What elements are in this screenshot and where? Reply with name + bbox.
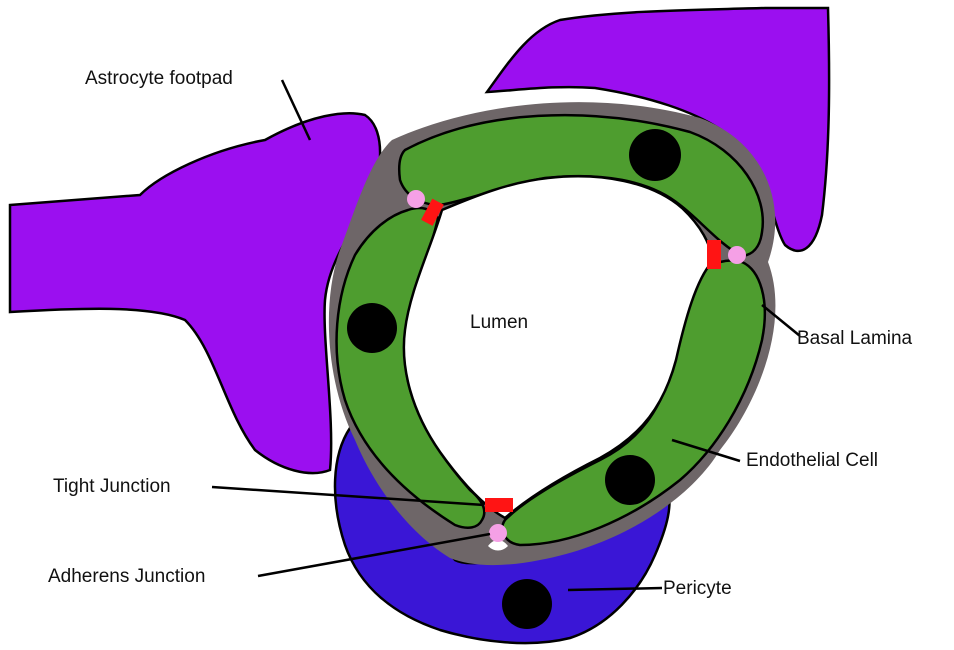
adherens-junction-bottom: [489, 524, 507, 542]
label-pericyte: Pericyte: [663, 578, 732, 599]
astrocyte-footpad-left: [10, 113, 380, 473]
tight-junction-right: [707, 240, 721, 269]
endothelial-nucleus-left: [347, 303, 397, 353]
label-lumen: Lumen: [470, 312, 528, 333]
label-endothelial-cell: Endothelial Cell: [746, 450, 878, 471]
label-adherens-junction: Adherens Junction: [48, 566, 205, 587]
pericyte-nucleus: [502, 579, 552, 629]
adherens-junction-right: [728, 246, 746, 264]
endothelial-nucleus-top: [629, 129, 681, 181]
label-tight-junction: Tight Junction: [53, 476, 171, 497]
adherens-junction-top-left: [407, 190, 425, 208]
endothelial-nucleus-right: [605, 455, 655, 505]
label-astrocyte-footpad: Astrocyte footpad: [85, 68, 233, 89]
label-basal-lamina: Basal Lamina: [797, 328, 913, 349]
tight-junction-bottom: [485, 498, 513, 512]
